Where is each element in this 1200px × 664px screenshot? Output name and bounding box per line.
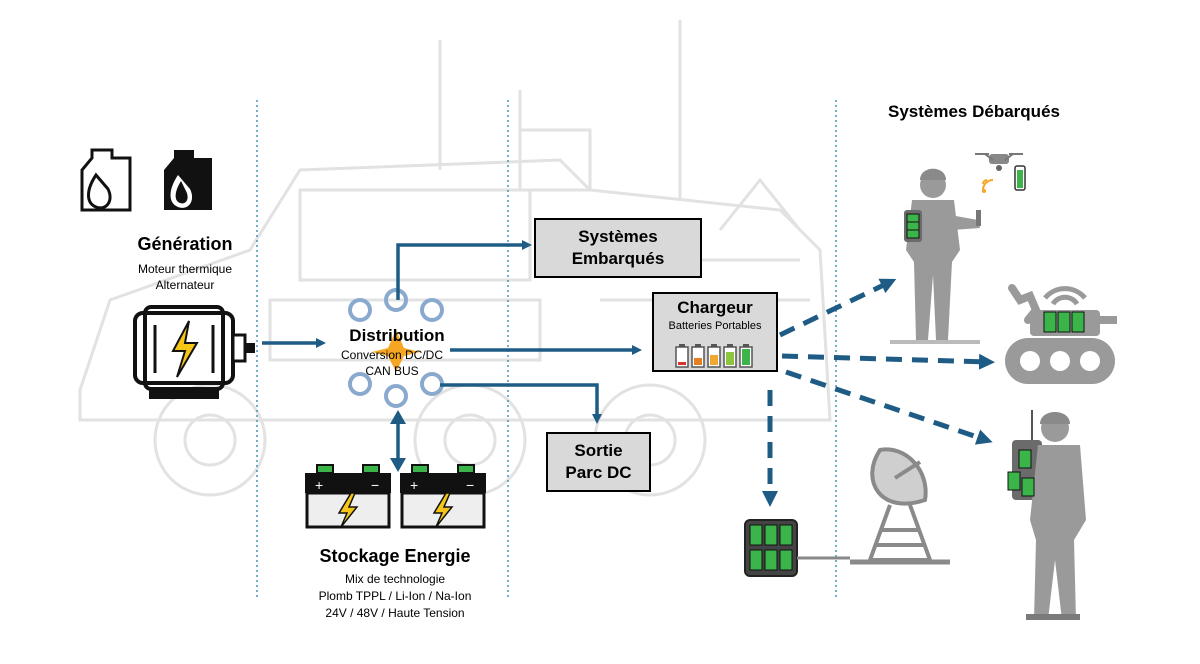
embarked-line-1: Systèmes	[578, 227, 658, 246]
svg-text:−: −	[371, 477, 379, 493]
drone-icon	[975, 153, 1026, 193]
dashed-arrow-to-robot	[781, 353, 995, 370]
alternator-motor-icon	[133, 305, 255, 399]
svg-text:−: −	[466, 477, 474, 493]
charger-title: Chargeur	[677, 298, 753, 317]
soldier-with-radio-icon	[1007, 410, 1086, 620]
svg-text:+: +	[315, 477, 323, 493]
soldier-with-battery-icon	[890, 168, 981, 344]
embarked-systems-box: Systèmes Embarqués	[534, 218, 702, 278]
storage-title: Stockage Energie	[319, 546, 471, 566]
charger-box: Chargeur Batteries Portables	[652, 292, 778, 372]
arrow-distribution-to-dc-out	[440, 383, 602, 424]
generation-title: Génération	[137, 234, 233, 254]
embarked-line-2: Embarqués	[571, 249, 665, 268]
dc-out-line-1: Sortie	[574, 441, 623, 460]
generation-line-2: Alternateur	[155, 278, 215, 292]
arrow-distribution-to-embarked	[396, 240, 532, 300]
dc-out-line-2: Parc DC	[565, 463, 632, 482]
background-vehicle-illustration	[78, 20, 832, 497]
generation-line-1: Moteur thermique	[137, 262, 233, 276]
fuel-can-outline-icon	[80, 148, 132, 212]
dashed-arrow-to-soldier-1	[778, 278, 897, 338]
distribution-title: Distribution	[349, 326, 445, 345]
storage-line-2: Plomb TPPL / Li-Ion / Na-Ion	[318, 589, 472, 603]
storage-line-1: Mix de technologie	[344, 572, 446, 586]
car-battery-icon: + −	[400, 464, 486, 529]
satellite-dish-icon	[850, 447, 950, 565]
distribution-line-1: Conversion DC/DC	[340, 348, 444, 362]
distribution-hub-icon	[348, 288, 444, 408]
distribution-line-2: CAN BUS	[365, 364, 419, 378]
battery-pack-icon	[744, 519, 798, 577]
robot-tank-icon	[1005, 284, 1117, 384]
arrow-distribution-storage-bidirectional	[390, 410, 406, 472]
dashed-arrow-to-soldier-2	[785, 369, 993, 445]
dismounted-title: Systèmes Débarqués	[888, 102, 1060, 121]
car-battery-icon: + −	[305, 464, 391, 529]
storage-line-3: 24V / 48V / Haute Tension	[325, 606, 465, 620]
dashed-distribution-arrows	[762, 278, 995, 507]
fuel-can-filled-icon	[164, 150, 212, 210]
dc-output-box: Sortie Parc DC	[546, 432, 651, 492]
svg-text:+: +	[410, 477, 418, 493]
charger-subtitle: Batteries Portables	[668, 320, 762, 332]
